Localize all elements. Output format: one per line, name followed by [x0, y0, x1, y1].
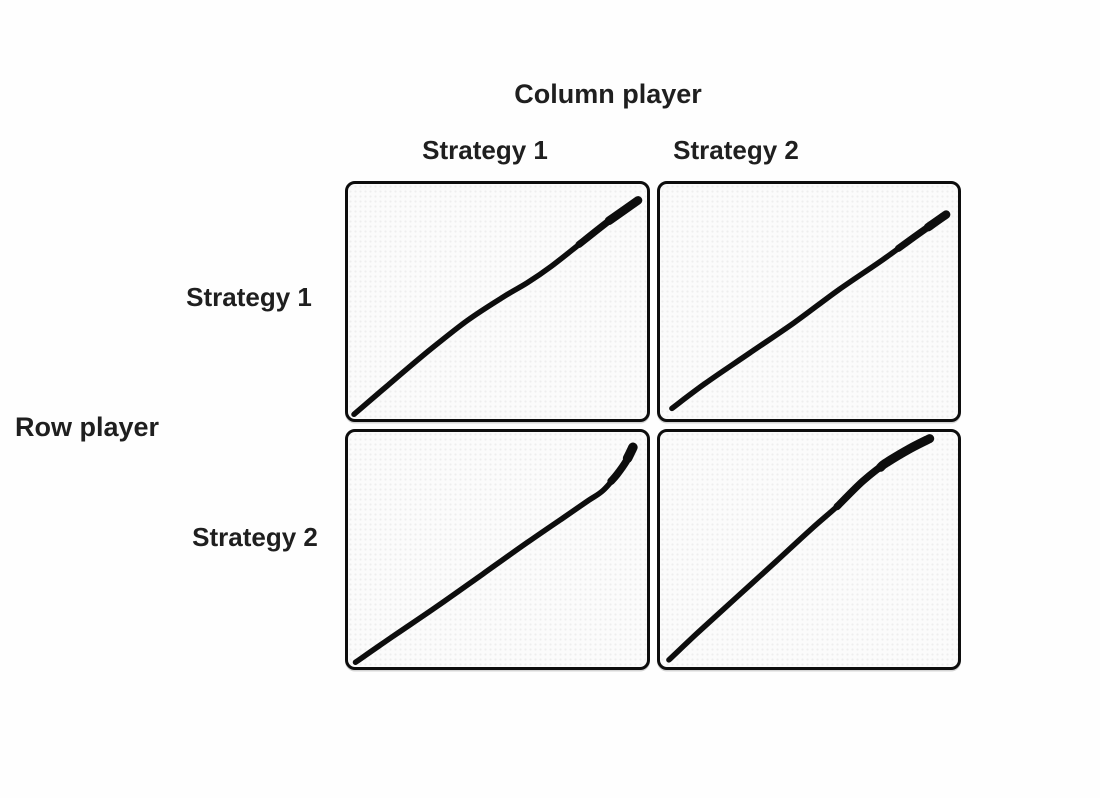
payoff-curve-row1-col2	[669, 210, 951, 412]
payoff-cell-row1-col1	[345, 181, 650, 422]
row-header-strategy-2: Strategy 2	[192, 522, 318, 552]
payoff-cell-row1-col2	[657, 181, 961, 422]
payoff-cell-row2-col2	[657, 429, 961, 670]
payoff-curve-row2-col1	[352, 442, 638, 666]
column-header-strategy-2: Strategy 2	[673, 135, 799, 165]
column-header-strategy-1: Strategy 1	[422, 135, 548, 165]
row-player-label: Row player	[15, 412, 160, 442]
row-header-strategy-1: Strategy 1	[186, 282, 312, 312]
payoff-curve-row2-col2	[666, 434, 935, 663]
payoff-cell-row2-col1	[345, 429, 650, 670]
payoff-curve-row1-col1	[351, 196, 643, 418]
column-player-title: Column player	[514, 79, 702, 109]
